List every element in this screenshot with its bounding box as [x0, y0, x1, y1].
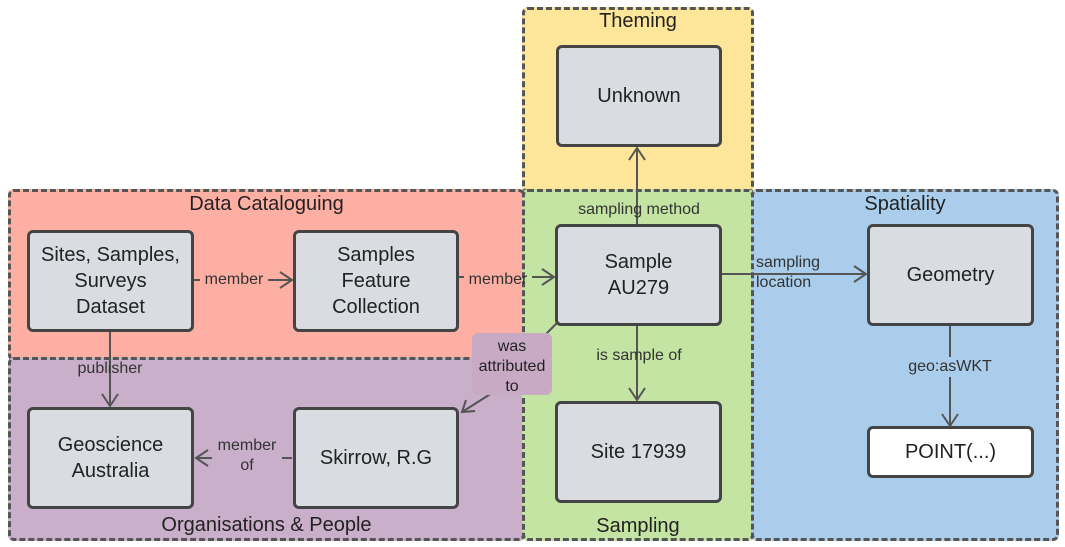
- edge-label-member-1: member: [204, 271, 264, 288]
- spatiality-title: Spatiality: [864, 193, 946, 215]
- node-geoscience-australia[interactable]: Geoscience Australia: [27, 407, 194, 509]
- node-skirrow[interactable]: Skirrow, R.G: [293, 407, 459, 509]
- edge-label-member-2: member: [468, 271, 528, 288]
- edge-label-sampling-location: sampling location: [756, 254, 821, 291]
- node-site[interactable]: Site 17939: [555, 401, 722, 503]
- node-sample[interactable]: Sample AU279: [555, 224, 722, 326]
- node-point[interactable]: POINT(...): [867, 426, 1034, 478]
- edge-label-sampling-method: sampling method: [578, 201, 700, 218]
- node-dataset[interactable]: Sites, Samples, Surveys Dataset: [27, 230, 194, 332]
- edge-label-is-sample-of: is sample of: [596, 347, 682, 364]
- theming-title: Theming: [599, 10, 677, 32]
- edge-label-member-of: member of: [217, 437, 277, 474]
- edge-label-publisher: publisher: [77, 360, 143, 377]
- edge-label-was-attributed-to: was attributed to: [472, 333, 552, 395]
- node-geometry[interactable]: Geometry: [867, 224, 1034, 326]
- node-feature-collection[interactable]: Samples Feature Collection: [293, 230, 459, 332]
- organisations-people-title: Organisations & People: [161, 514, 372, 536]
- sampling-title: Sampling: [596, 515, 680, 537]
- edge-label-geo-aswkt: geo:asWKT: [895, 357, 1005, 377]
- node-unknown[interactable]: Unknown: [556, 45, 722, 147]
- data-cataloguing-title: Data Cataloguing: [189, 193, 344, 215]
